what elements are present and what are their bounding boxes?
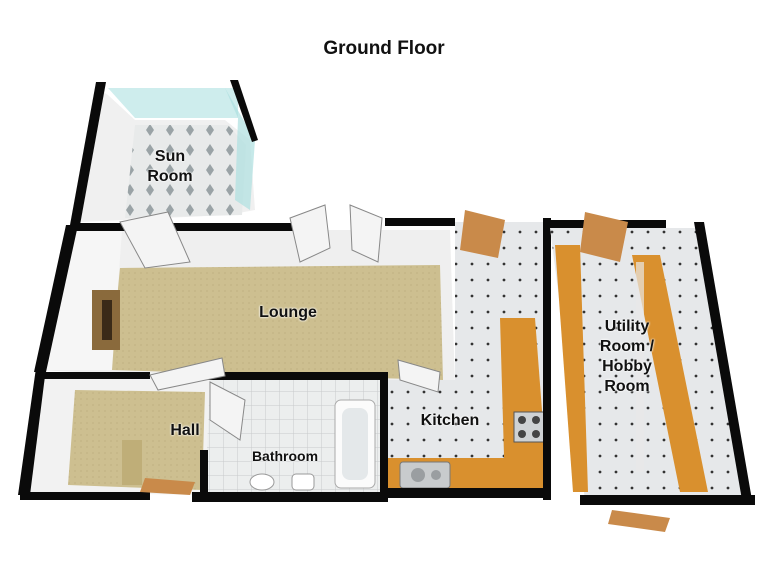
patio-door-right	[349, 204, 383, 263]
room-label-lounge: Lounge	[259, 304, 317, 321]
kitchen-worktop-side	[500, 318, 548, 490]
hob-icon	[513, 411, 545, 443]
glass-wall	[225, 88, 255, 210]
floor-title: Ground Floor	[323, 38, 445, 59]
bathroom-door	[209, 381, 246, 441]
lounge-carpet	[110, 265, 443, 380]
hall-wall	[18, 368, 46, 495]
room-label-utility-room: Utility Room / Hobby Room	[599, 318, 655, 395]
utility-worktop-left	[555, 245, 588, 492]
glass-roof-panel	[108, 88, 238, 118]
utility-room-area	[546, 220, 755, 505]
utility-door	[580, 212, 628, 262]
sun-room-wall	[70, 82, 106, 225]
basin-icon	[249, 473, 275, 491]
toilet-icon	[291, 473, 315, 491]
lounge-hall-door	[149, 357, 226, 391]
lounge-wall	[34, 225, 78, 372]
sun-room-door	[119, 211, 191, 269]
room-label-sun-room: Sun Room	[147, 148, 193, 185]
utility-worktop-right	[632, 255, 708, 492]
stairs	[122, 440, 142, 485]
room-label-bathroom: Bathroom	[251, 448, 319, 464]
hall-area	[18, 368, 210, 500]
utility-wall	[694, 222, 752, 500]
sun-room	[70, 80, 258, 225]
doors	[119, 204, 670, 532]
room-label-hall: Hall	[170, 422, 200, 439]
front-door	[140, 478, 195, 495]
kitchen-door	[460, 210, 505, 258]
kitchen-area	[383, 218, 551, 500]
bathroom-area	[192, 372, 388, 502]
utility-back-door	[608, 510, 670, 532]
kitchen-wall	[543, 218, 551, 500]
bathroom-wall	[205, 372, 387, 380]
lounge-kitchen-door	[397, 359, 441, 393]
room-label-kitchen: Kitchen	[420, 412, 480, 429]
lounge-area	[34, 218, 455, 390]
patio-door-left	[289, 204, 331, 263]
